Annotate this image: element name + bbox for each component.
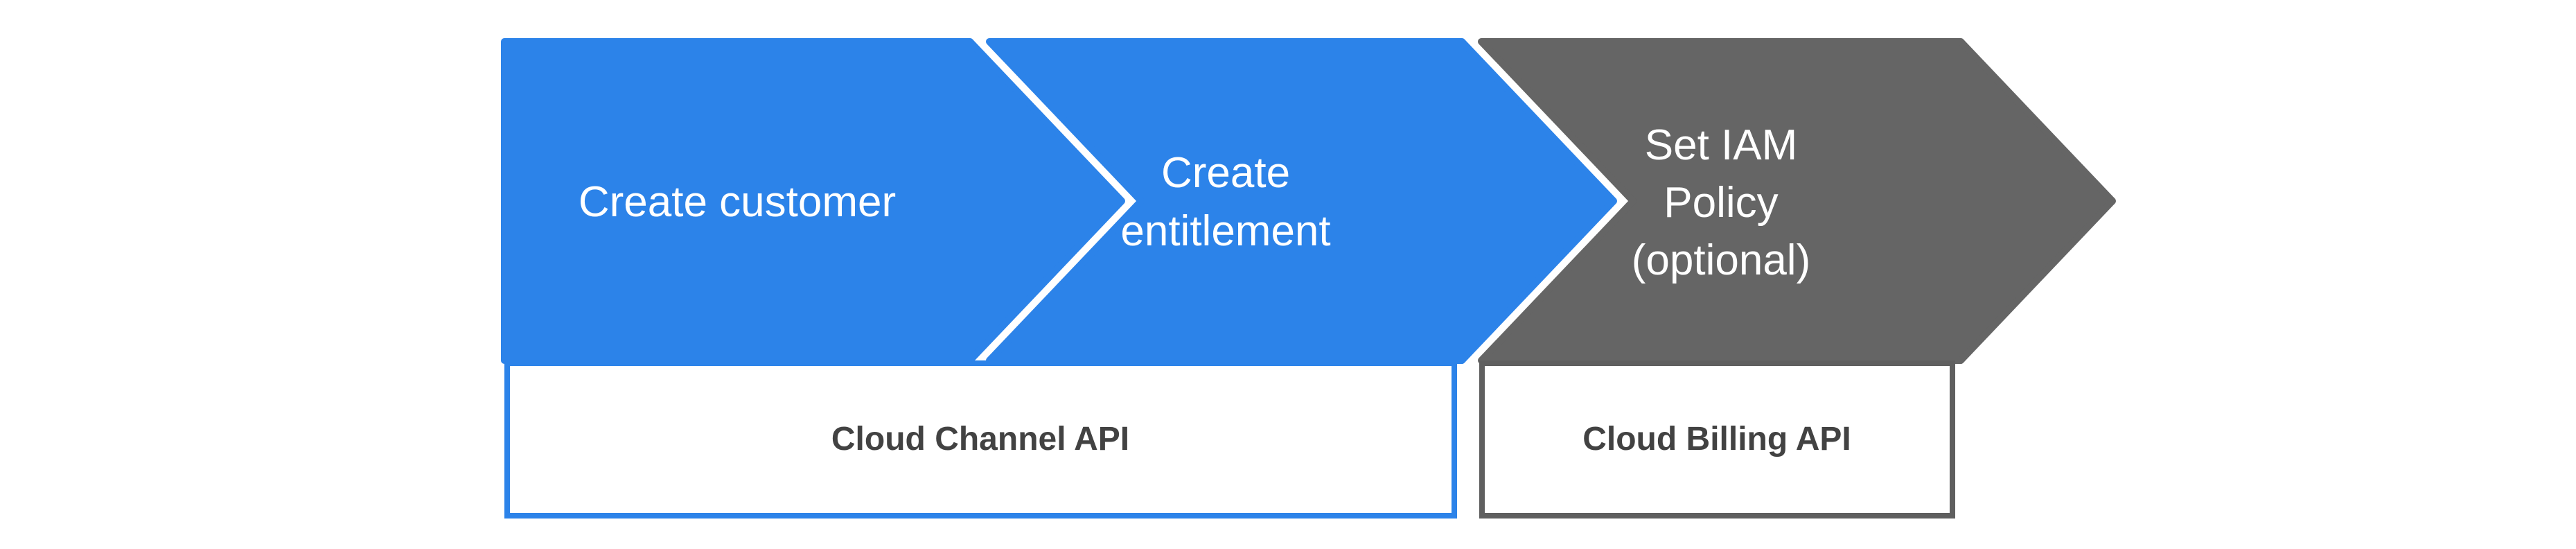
api-box-cloud-channel: Cloud Channel API xyxy=(504,360,1457,518)
step-set-iam-policy: Set IAM Policy (optional) xyxy=(1478,38,2116,364)
step-create-entitlement-label-line1: Create xyxy=(1161,149,1290,197)
step-create-customer: Create customer xyxy=(501,38,1125,364)
chevron-create-entitlement-arrow xyxy=(986,38,1617,364)
chevron-create-customer-arrow xyxy=(501,38,1125,364)
step-set-iam-policy-label-line3: (optional) xyxy=(1632,236,1810,284)
step-create-entitlement-label-line2: entitlement xyxy=(1120,207,1330,255)
step-set-iam-policy-label-line2: Policy xyxy=(1664,179,1778,227)
cloud-channel-api-box xyxy=(504,360,1457,518)
step-set-iam-policy-label-line1: Set IAM xyxy=(1645,121,1798,169)
step-create-entitlement: Create entitlement xyxy=(986,38,1617,364)
step-create-customer-label: Create customer xyxy=(579,178,896,226)
chevron-set-iam-policy-arrow xyxy=(1478,38,2116,364)
cloud-billing-api-box xyxy=(1479,360,1955,518)
cloud-channel-api-label: Cloud Channel API xyxy=(831,421,1129,458)
cloud-billing-api-label: Cloud Billing API xyxy=(1582,421,1851,458)
api-box-cloud-billing: Cloud Billing API xyxy=(1479,360,1955,518)
